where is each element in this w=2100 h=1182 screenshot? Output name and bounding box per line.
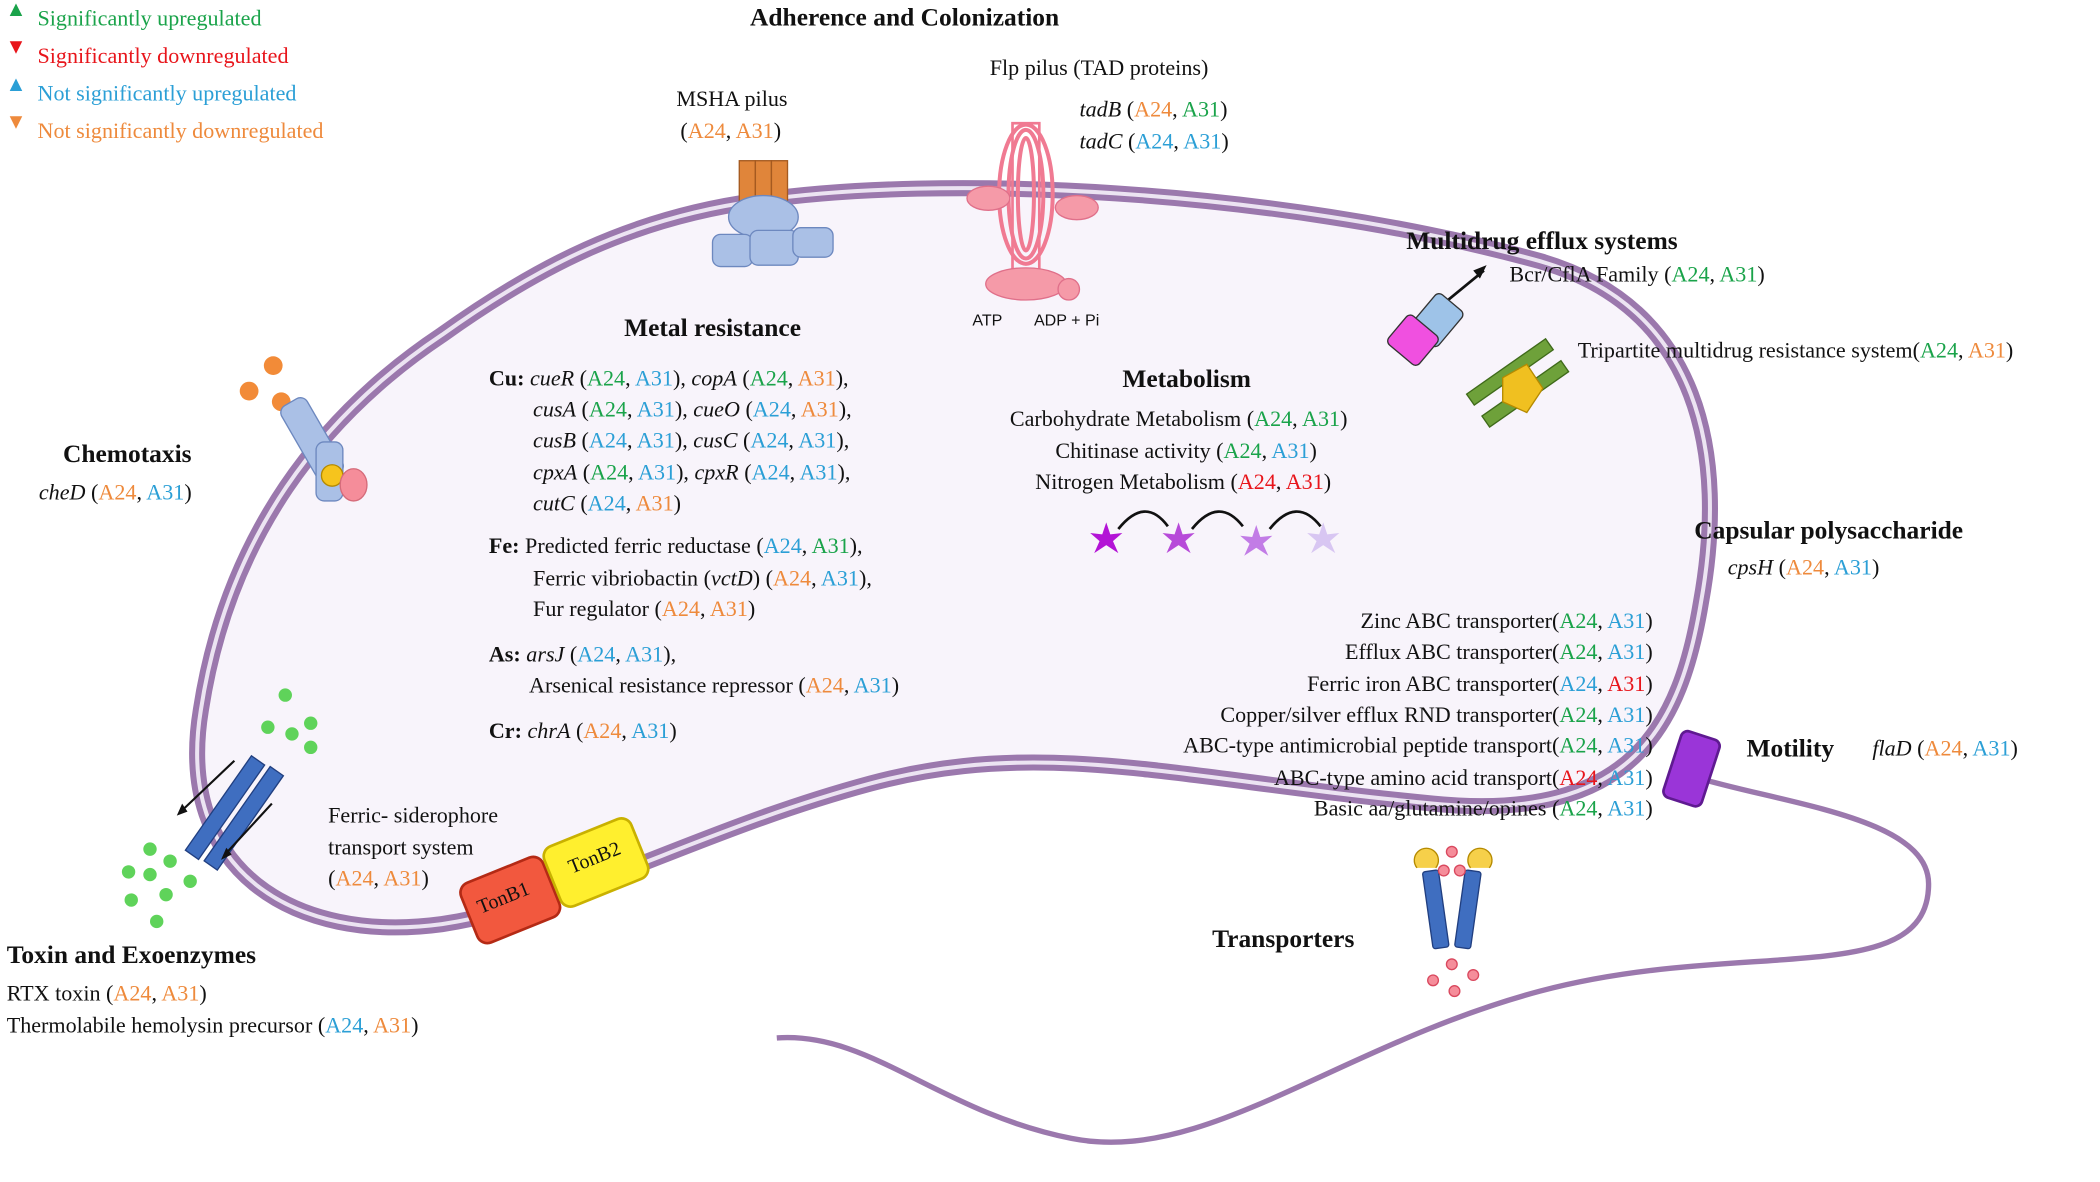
- adp-label: ADP + Pi: [1033, 310, 1100, 330]
- rtx-row: RTX toxin (A24, A31): [6, 980, 207, 1006]
- transporter-item: Copper/silver efflux RND transporter(A24…: [1220, 701, 1653, 728]
- msha-strains: (A24, A31): [680, 117, 782, 144]
- motility-motor-icon: [1662, 729, 1722, 808]
- capsular-title: Capsular polysaccharide: [1694, 516, 1964, 546]
- motility-title: Motility: [1746, 735, 1835, 764]
- metabolism-item: Chitinase activity (A24, A31): [1055, 437, 1317, 464]
- transporter-item: Ferric iron ABC transporter(A24, A31): [1307, 670, 1653, 697]
- flp-pilus-icon: [966, 121, 1099, 301]
- metabolism-item: Carbohydrate Metabolism (A24, A31): [1009, 405, 1348, 432]
- toxin-secretion-icon: [121, 688, 318, 929]
- cu-row-1: Cu: cueR (A24, A31), copA (A24, A31),: [488, 365, 849, 392]
- bcr-row: Bcr/CflA Family (A24, A31): [1509, 261, 1765, 287]
- transporter-icon: [1413, 845, 1493, 998]
- triangle-down-icon: ▼: [5, 111, 27, 134]
- metal-title: Metal resistance: [624, 314, 802, 343]
- transporter-item: Zinc ABC transporter(A24, A31): [1360, 608, 1653, 634]
- cu-row-3: cusB (A24, A31), cusC (A24, A31),: [533, 427, 850, 453]
- metabolism-title: Metabolism: [1122, 365, 1251, 394]
- tadb-row: tadB (A24, A31): [1079, 96, 1228, 122]
- transporters-title: Transporters: [1212, 925, 1355, 954]
- tripartite-system-icon: [1465, 337, 1570, 428]
- legend-item: ▼Not significantly downregulated: [5, 111, 324, 144]
- as-row-1: As: arsJ (A24, A31),: [488, 641, 677, 667]
- chemotaxis-receptor-icon: [239, 356, 368, 502]
- siderophore-label-2: transport system: [328, 834, 474, 860]
- transporter-item: Basic aa/glutamine/opines (A24, A31): [1313, 795, 1653, 821]
- flp-label: Flp pilus (TAD proteins): [989, 54, 1209, 81]
- metabolism-item: Nitrogen Metabolism (A24, A31): [1035, 468, 1332, 495]
- adherence-title: Adherence and Colonization: [750, 4, 1060, 33]
- metabolism-pathway-icon: [1090, 510, 1340, 556]
- fe-row-2: Ferric vibriobactin (vctD) (A24, A31),: [533, 565, 872, 591]
- cu-row-2: cusA (A24, A31), cueO (A24, A31),: [533, 396, 852, 422]
- cu-row-4: cpxA (A24, A31), cpxR (A24, A31),: [533, 459, 851, 485]
- transporter-item: ABC-type antimicrobial peptide transport…: [1183, 732, 1653, 759]
- legend-item: ▲Significantly upregulated: [5, 0, 262, 31]
- triangle-up-icon: ▲: [5, 0, 27, 22]
- cu-row-5: cutC (A24, A31): [533, 490, 682, 516]
- efflux-pump-icon: [1387, 265, 1487, 366]
- msha-pilus-icon: [711, 160, 834, 268]
- atp-label: ATP: [972, 310, 1003, 330]
- tripartite-row: Tripartite multidrug resistance system(A…: [1577, 337, 2014, 363]
- msha-label: MSHA pilus: [676, 85, 788, 112]
- as-row-2: Arsenical resistance repressor (A24, A31…: [529, 672, 900, 698]
- tonb2-icon: [542, 817, 650, 908]
- ched-row: cheD (A24, A31): [38, 479, 192, 505]
- tonb1-icon: [459, 855, 562, 945]
- chemotaxis-title: Chemotaxis: [62, 440, 192, 469]
- flagellum: [776, 774, 1932, 1145]
- transporter-item: Efflux ABC transporter(A24, A31): [1344, 638, 1653, 665]
- fe-row-1: Fe: Predicted ferric reductase (A24, A31…: [488, 533, 863, 559]
- multidrug-title: Multidrug efflux systems: [1406, 227, 1678, 256]
- toxin-title: Toxin and Exoenzymes: [6, 941, 257, 970]
- cr-row: Cr: chrA (A24, A31): [488, 717, 677, 744]
- siderophore-strains: (A24, A31): [328, 865, 429, 891]
- fe-row-3: Fur regulator (A24, A31): [533, 595, 756, 622]
- flad-row: flaD (A24, A31): [1872, 735, 2018, 761]
- legend-item: ▼Significantly downregulated: [5, 36, 289, 69]
- triangle-up-icon: ▲: [5, 73, 27, 97]
- hemolysin-row: Thermolabile hemolysin precursor (A24, A…: [6, 1012, 419, 1038]
- transporter-item: ABC-type amino acid transport(A24, A31): [1273, 764, 1653, 791]
- legend-item: ▲Not significantly upregulated: [5, 73, 297, 106]
- cpsh-row: cpsH (A24, A31): [1727, 554, 1880, 580]
- siderophore-label-1: Ferric- siderophore: [328, 802, 499, 828]
- tadc-row: tadC (A24, A31): [1079, 128, 1229, 155]
- triangle-down-icon: ▼: [5, 36, 27, 59]
